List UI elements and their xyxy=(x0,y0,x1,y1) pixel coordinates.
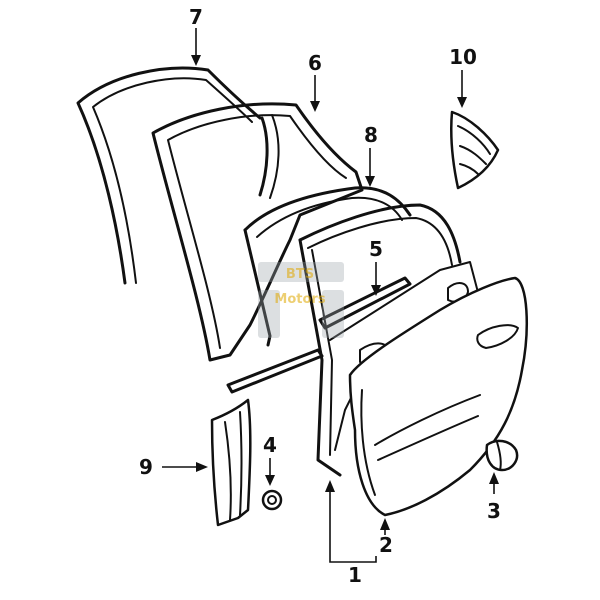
callout-3: 3 xyxy=(487,499,501,523)
svg-text:Motors: Motors xyxy=(274,292,325,307)
part-10-corner-trim[interactable] xyxy=(450,110,500,190)
callout-6: 6 xyxy=(308,51,322,75)
part-2-door-panel[interactable] xyxy=(348,276,528,517)
part-9-sash-trim[interactable] xyxy=(210,398,252,527)
lower-strip[interactable] xyxy=(226,348,324,394)
callout-5: 5 xyxy=(369,237,383,261)
callout-10: 10 xyxy=(449,45,477,69)
svg-text:BTS: BTS xyxy=(286,267,314,282)
part-6-frame-weatherstrip[interactable] xyxy=(151,102,364,362)
callout-9: 9 xyxy=(139,455,153,479)
leader-lines xyxy=(162,28,499,563)
callout-labels: 7 6 10 8 5 9 4 3 2 1 xyxy=(139,5,501,587)
callout-4: 4 xyxy=(263,433,277,457)
callout-1: 1 xyxy=(348,563,362,587)
part-4-grommet[interactable] xyxy=(261,489,283,511)
watermark-logo: BTS Motors xyxy=(258,262,344,338)
part-3-bumper[interactable] xyxy=(485,439,519,472)
callout-8: 8 xyxy=(364,123,378,147)
callout-7: 7 xyxy=(189,5,203,29)
callout-2: 2 xyxy=(379,533,393,557)
part-7-weatherstrip[interactable] xyxy=(76,66,262,285)
